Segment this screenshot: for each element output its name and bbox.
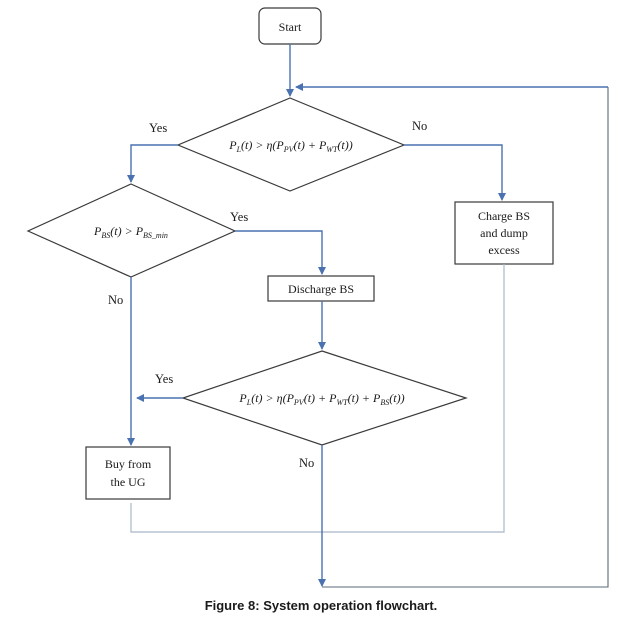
figure-caption: Figure 8: System operation flowchart. bbox=[205, 598, 438, 613]
merge-line bbox=[130, 264, 505, 533]
discharge-label: Discharge BS bbox=[288, 282, 354, 296]
decision-2-condition: PBS(t) > PBS_min bbox=[93, 224, 168, 240]
d1-no-label: No bbox=[412, 119, 427, 133]
discharge-bs-node: Discharge BS bbox=[267, 275, 375, 302]
buy-line-1: Buy from bbox=[105, 457, 152, 471]
d1-yes-label: Yes bbox=[149, 121, 167, 135]
start-label: Start bbox=[279, 20, 302, 34]
d3-no-label: No bbox=[299, 456, 314, 470]
decision-1-condition: PL(t) > η(PPV(t) + PWT(t)) bbox=[228, 138, 353, 154]
decision-3-condition: PL(t) > η(PPV(t) + PWT(t) + PBS(t)) bbox=[238, 391, 404, 407]
decision-3: PL(t) > η(PPV(t) + PWT(t) + PBS(t)) bbox=[181, 350, 468, 446]
d2-no-label: No bbox=[108, 293, 123, 307]
start-node: Start bbox=[258, 7, 322, 45]
charge-line-1: Charge BS bbox=[478, 209, 530, 223]
arrow-d1-no bbox=[404, 144, 506, 201]
d2-yes-label: Yes bbox=[230, 210, 248, 224]
charge-line-2: and dump bbox=[480, 226, 528, 240]
arrow-d2-yes bbox=[235, 230, 326, 275]
arrow-d1-yes bbox=[127, 144, 178, 183]
decision-1: PL(t) > η(PPV(t) + PWT(t)) bbox=[176, 97, 406, 192]
charge-bs-node: Charge BS and dump excess bbox=[454, 201, 554, 265]
decision-2: PBS(t) > PBS_min bbox=[26, 183, 237, 278]
buy-from-ug-node: Buy from the UG bbox=[85, 446, 171, 500]
buy-line-2: the UG bbox=[111, 475, 146, 489]
charge-line-3: excess bbox=[488, 243, 520, 257]
loop-line bbox=[322, 87, 609, 588]
d3-yes-label: Yes bbox=[155, 372, 173, 386]
